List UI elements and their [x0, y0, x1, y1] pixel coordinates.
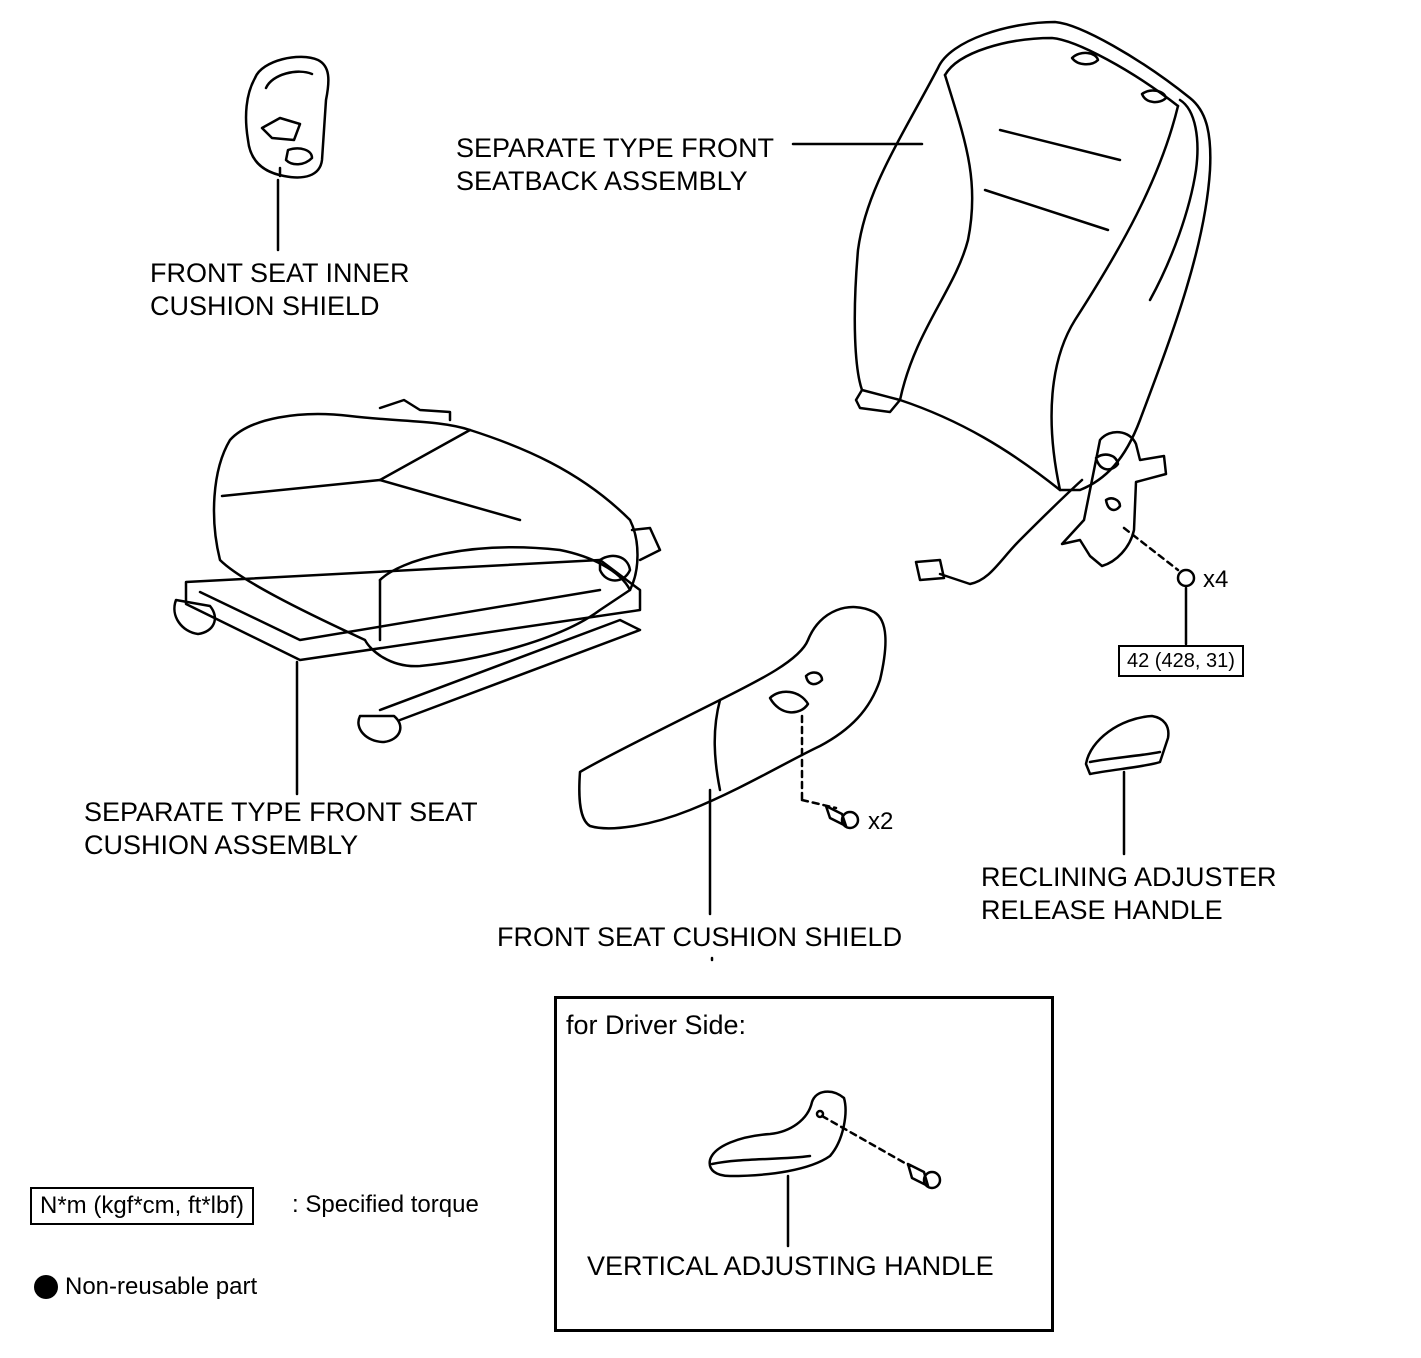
label-vertical-handle: VERTICAL ADJUSTING HANDLE [587, 1251, 994, 1281]
legend-torque-text: : Specified torque [292, 1191, 479, 1218]
recliner-bolt [1176, 568, 1196, 588]
recliner-cable [938, 478, 1084, 586]
label-inner-shield-1: FRONT SEAT INNER [150, 258, 410, 288]
vertical-handle-part [708, 956, 847, 1178]
driver-side-inset [554, 996, 1054, 1332]
vertical-handle-dash [820, 1114, 912, 1168]
label-cushion-assembly-2: CUSHION ASSEMBLY [84, 830, 359, 860]
qty-recliner-bolts: x4 [1203, 566, 1229, 593]
legend-nonreusable-text: Non-reusable part [65, 1273, 258, 1300]
seatback-assembly-part [853, 20, 1212, 492]
label-seatback-1: SEPARATE TYPE FRONT [456, 133, 775, 163]
label-reclining-handle-2: RELEASE HANDLE [981, 895, 1223, 925]
label-inner-shield-2: CUSHION SHIELD [150, 291, 380, 321]
shield-screw [824, 804, 860, 830]
inner-cushion-shield-part [244, 55, 330, 179]
label-seatback-2: SEATBACK ASSEMBLY [456, 166, 748, 196]
legend-torque-box: N*m (kgf*cm, ft*lbf) [30, 1187, 255, 1225]
non-reusable-dot-icon [34, 1275, 58, 1299]
torque-spec-box: 42 (428, 31) [1118, 645, 1244, 677]
label-reclining-handle-1: RECLINING ADJUSTER [981, 862, 1277, 892]
reclining-handle-part [1084, 714, 1170, 776]
screw-dash-line-2 [800, 798, 838, 810]
seat-cushion-assembly-part [173, 398, 662, 744]
vertical-handle-bolt [906, 1162, 942, 1190]
qty-shield-screws: x2 [868, 808, 894, 835]
bolt-dash-line [1122, 526, 1180, 572]
seat-cushion-shield-part [578, 605, 887, 830]
label-cushion-shield: FRONT SEAT CUSHION SHIELD [497, 922, 903, 952]
recliner-mechanism-part [1060, 431, 1168, 568]
label-cushion-assembly-1: SEPARATE TYPE FRONT SEAT [84, 797, 478, 827]
cable-connector [914, 558, 946, 582]
inset-title: for Driver Side: [566, 1010, 747, 1040]
